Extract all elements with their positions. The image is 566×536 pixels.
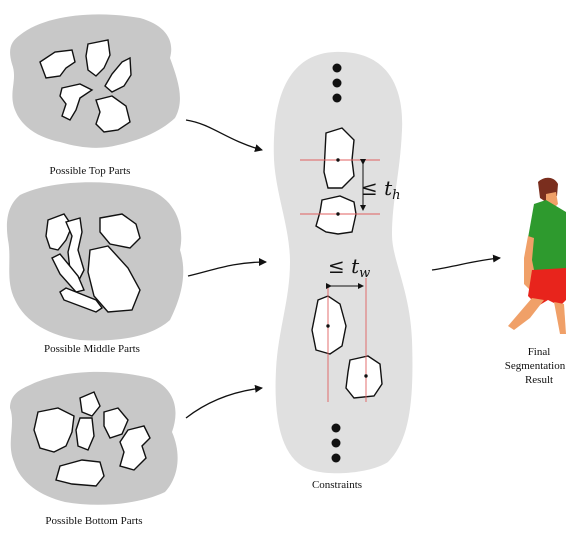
segmentation-figure <box>508 178 566 334</box>
width-threshold-symbol: ≤ <box>328 254 345 278</box>
arrow-constraints-to-result <box>432 258 500 270</box>
right-leg-segment <box>554 302 566 334</box>
ellipsis-dot <box>333 79 342 88</box>
arrow-top-to-constraints <box>186 120 262 150</box>
top-cluster-blob <box>10 14 180 147</box>
middle-parts-label: Possible Middle Parts <box>26 343 158 355</box>
arrow-middle-to-constraints <box>188 262 266 276</box>
part-center-dot <box>336 212 339 215</box>
height-threshold-label: ≤ th <box>361 176 401 203</box>
arrow-bottom-to-constraints <box>186 388 262 418</box>
height-threshold-var: t <box>384 176 392 200</box>
constraints-label: Constraints <box>306 479 368 491</box>
final-result-label-line1: Final <box>512 346 566 358</box>
final-result-label-line2: Segmentation <box>504 360 566 372</box>
part-center-dot <box>336 158 339 161</box>
height-threshold-symbol: ≤ <box>361 176 378 200</box>
constraint-top-part <box>324 128 354 188</box>
part-center-dot <box>326 324 329 327</box>
width-threshold-sub: w <box>359 266 370 281</box>
shirt-segment <box>528 200 566 272</box>
constraint-mid-part <box>316 196 356 234</box>
top-parts-cluster <box>10 14 180 147</box>
bottom-parts-label: Possible Bottom Parts <box>26 515 162 527</box>
part-center-dot <box>364 374 367 377</box>
height-threshold-sub: h <box>392 188 400 203</box>
bottom-parts-cluster <box>10 372 178 505</box>
constraint-lower-part <box>346 356 382 398</box>
width-threshold-label: ≤ tw <box>328 254 370 281</box>
middle-parts-cluster <box>7 182 183 340</box>
width-threshold-var: t <box>351 254 359 278</box>
ellipsis-dot <box>333 64 342 73</box>
ellipsis-dot <box>332 439 341 448</box>
ellipsis-dot <box>332 424 341 433</box>
top-parts-label: Possible Top Parts <box>26 165 154 177</box>
ellipsis-dot <box>333 94 342 103</box>
ellipsis-dot <box>332 454 341 463</box>
final-result-label-line3: Result <box>512 374 566 386</box>
left-leg-segment <box>508 298 544 330</box>
